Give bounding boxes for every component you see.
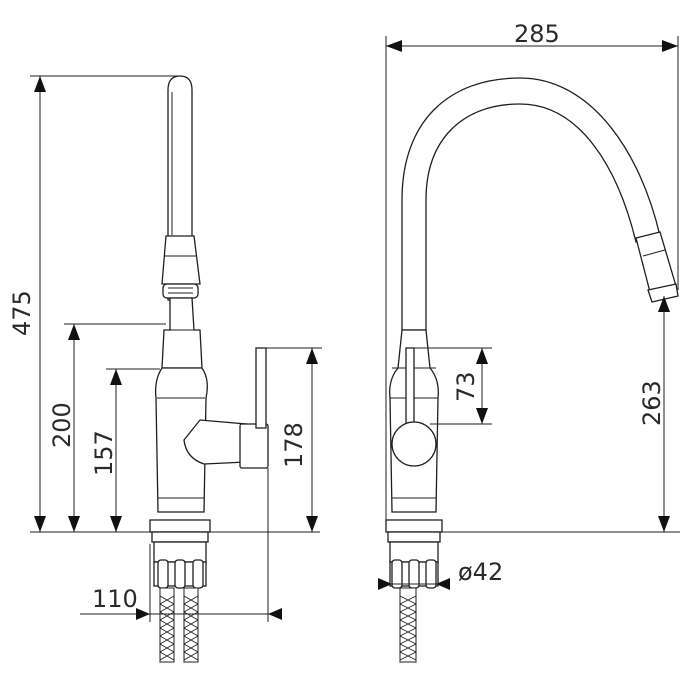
front-body [154, 367, 208, 513]
front-supply-hoses [159, 587, 199, 663]
side-view: 285 263 73 ø42 [378, 20, 680, 663]
side-handle-knob [391, 421, 437, 467]
dim-base-width: 110 [80, 468, 282, 622]
dim-handle-travel-label: 73 [452, 371, 480, 402]
dim-spout-reach: 285 [385, 20, 679, 532]
dim-spout-joint-height-label: 200 [48, 402, 76, 448]
dim-spout-reach-label: 285 [514, 20, 560, 48]
dim-body-top-height-label: 157 [90, 430, 118, 476]
dim-outlet-height-label: 263 [638, 380, 666, 426]
front-mount-shank [153, 541, 207, 563]
side-gooseneck-spout [401, 77, 661, 331]
side-supply-hose [399, 587, 417, 663]
dim-outlet-height: 263 [638, 296, 670, 532]
dim-base-width-label: 110 [92, 585, 138, 613]
side-handle-lever [405, 347, 415, 429]
dim-handle-travel: 73 [414, 347, 492, 425]
front-base-flange [149, 519, 211, 533]
side-spray-head [635, 231, 677, 293]
dim-handle-height-label: 178 [280, 422, 308, 468]
dim-base-diameter-label: ø42 [458, 558, 503, 586]
dim-total-height-label: 475 [8, 290, 36, 336]
dim-base-diameter: ø42 [378, 558, 503, 590]
front-handle-lever [239, 423, 269, 469]
dim-total-height: 475 [8, 75, 182, 532]
front-view: 475 200 157 178 [8, 75, 322, 663]
dim-body-top-height: 157 [90, 368, 160, 532]
front-neck [161, 297, 203, 369]
side-base-flange [385, 519, 443, 533]
dim-handle-height: 178 [266, 347, 322, 532]
front-spray-head [161, 235, 201, 285]
dim-spout-joint-height: 200 [48, 323, 166, 532]
